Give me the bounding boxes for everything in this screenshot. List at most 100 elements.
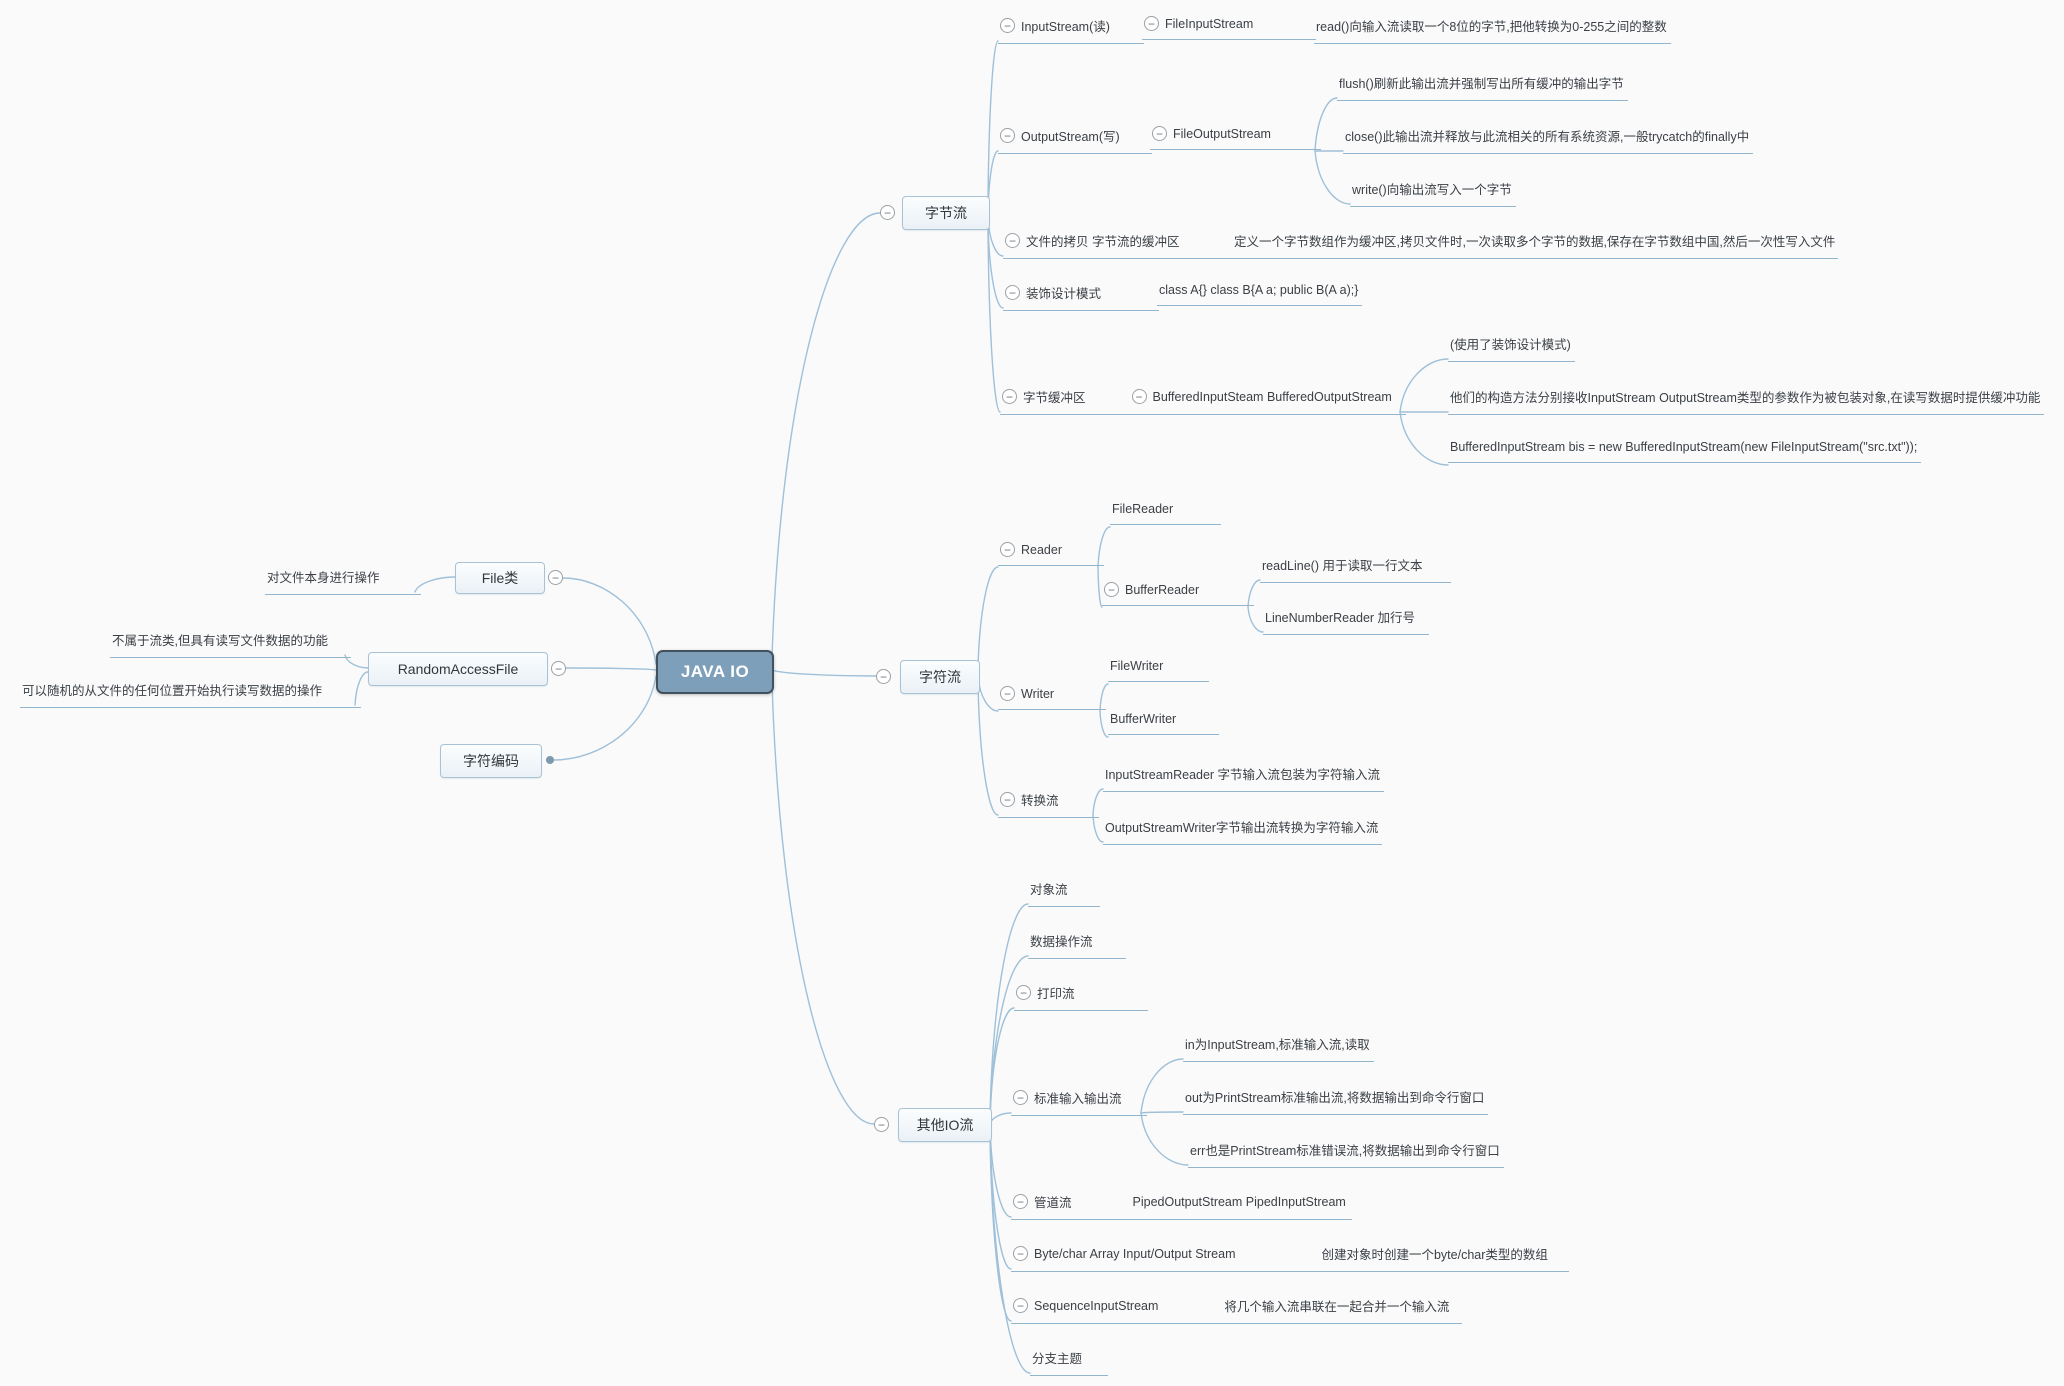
leaf-byte-buffer-note2[interactable]: 他们的构造方法分别接收InputStream OutputStream类型的参数… bbox=[1448, 385, 2045, 415]
root-node-java-io[interactable]: JAVA IO bbox=[656, 650, 774, 694]
leaf-fileoutputstream[interactable]: − FileOutputStream bbox=[1150, 124, 1321, 150]
leaf-filewriter[interactable]: FileWriter bbox=[1108, 657, 1209, 682]
collapse-icon[interactable]: − bbox=[874, 1117, 889, 1132]
collapse-icon[interactable]: − bbox=[1000, 686, 1015, 701]
node-file-class[interactable]: File类 bbox=[455, 562, 545, 594]
leaf-label: in为InputStream,标准输入流,读取 bbox=[1185, 1038, 1370, 1052]
leaf-label: err也是PrintStream标准错误流,将数据输出到命令行窗口 bbox=[1190, 1144, 1500, 1158]
leaf-pipe-stream[interactable]: − 管道流 PipedOutputStream PipedInputStream bbox=[1011, 1190, 1352, 1220]
leaf-byte-buffer-note1[interactable]: (使用了装饰设计模式) bbox=[1448, 332, 1575, 362]
collapse-icon[interactable]: − bbox=[1144, 16, 1159, 31]
leaf-std-stream[interactable]: − 标准输入输出流 bbox=[1011, 1086, 1147, 1116]
leaf-sequence-inputstream[interactable]: − SequenceInputStream 将几个输入流串联在一起合并一个输入流 bbox=[1011, 1294, 1462, 1324]
leaf-bufferreader[interactable]: − BufferReader bbox=[1102, 580, 1254, 606]
collapse-icon[interactable]: − bbox=[551, 661, 566, 676]
leaf-data-stream[interactable]: 数据操作流 bbox=[1028, 929, 1126, 959]
leaf-file-copy-desc[interactable]: 定义一个字节数组作为缓冲区,拷贝文件时,一次读取多个字节的数据,保存在字节数组中… bbox=[1232, 229, 1838, 259]
leaf-file-desc[interactable]: 对文件本身进行操作 bbox=[265, 565, 421, 595]
collapse-icon[interactable]: − bbox=[1000, 792, 1015, 807]
leaf-label: 标准输入输出流 bbox=[1034, 1092, 1122, 1106]
collapse-icon[interactable]: − bbox=[1005, 233, 1020, 248]
node-random-access-file[interactable]: RandomAccessFile bbox=[368, 652, 548, 686]
leaf-raf-desc1[interactable]: 不属于流类,但具有读写文件数据的功能 bbox=[110, 628, 351, 658]
leaf-std-out-desc[interactable]: out为PrintStream标准输出流,将数据输出到命令行窗口 bbox=[1183, 1085, 1489, 1115]
leaf-decorator[interactable]: − 装饰设计模式 bbox=[1003, 281, 1159, 311]
leaf-outputstreamwriter[interactable]: OutputStreamWriter字节输出流转换为字符输入流 bbox=[1103, 815, 1383, 845]
leaf-label: 文件的拷贝 字节流的缓冲区 bbox=[1026, 235, 1180, 249]
node-label: RandomAccessFile bbox=[397, 661, 519, 677]
leaf-decorator-desc[interactable]: class A{} class B{A a; public B(A a);} bbox=[1157, 281, 1363, 306]
leaf-label: OutputStream(写) bbox=[1021, 130, 1120, 144]
leaf-write-desc[interactable]: write()向输出流写入一个字节 bbox=[1350, 177, 1516, 207]
collapse-icon[interactable]: − bbox=[1013, 1246, 1028, 1261]
leaf-byte-buffer-note3[interactable]: BufferedInputStream bis = new BufferedIn… bbox=[1448, 438, 1922, 463]
collapse-icon[interactable]: − bbox=[1005, 285, 1020, 300]
collapse-icon[interactable]: − bbox=[876, 669, 891, 684]
leaf-classes: BufferedInputSteam BufferedOutputStream bbox=[1152, 389, 1392, 404]
leaf-print-stream[interactable]: − 打印流 bbox=[1014, 981, 1148, 1011]
leaf-read-desc[interactable]: read()向输入流读取一个8位的字节,把他转换为0-255之间的整数 bbox=[1314, 14, 1671, 44]
leaf-label: 分支主题 bbox=[1032, 1352, 1083, 1366]
leaf-reader[interactable]: − Reader bbox=[998, 540, 1104, 566]
leaf-label: FileInputStream bbox=[1165, 16, 1254, 31]
leaf-label: OutputStreamWriter字节输出流转换为字符输入流 bbox=[1105, 821, 1379, 835]
node-byte-stream[interactable]: 字节流 bbox=[902, 196, 990, 230]
leaf-label: FileOutputStream bbox=[1173, 126, 1271, 141]
leaf-std-err-desc[interactable]: err也是PrintStream标准错误流,将数据输出到命令行窗口 bbox=[1188, 1138, 1504, 1168]
collapse-icon[interactable]: − bbox=[1013, 1298, 1028, 1313]
leaf-bufferwriter[interactable]: BufferWriter bbox=[1108, 710, 1219, 735]
leaf-file-copy[interactable]: − 文件的拷贝 字节流的缓冲区 bbox=[1003, 229, 1236, 259]
leaf-label: FileWriter bbox=[1110, 659, 1164, 673]
collapse-icon[interactable]: − bbox=[548, 570, 563, 585]
leaf-flush-desc[interactable]: flush()刷新此输出流并强制写出所有缓冲的输出字节 bbox=[1337, 71, 1628, 101]
collapse-icon[interactable]: − bbox=[1016, 985, 1031, 1000]
leaf-inputstream[interactable]: − InputStream(读) bbox=[998, 14, 1144, 44]
leaf-object-stream[interactable]: 对象流 bbox=[1028, 877, 1100, 907]
collapse-icon[interactable]: − bbox=[1000, 542, 1015, 557]
leaf-label: BufferedInputStream bis = new BufferedIn… bbox=[1450, 440, 1918, 454]
leaf-inputstreamreader[interactable]: InputStreamReader 字节输入流包装为字符输入流 bbox=[1103, 762, 1385, 792]
collapse-icon[interactable]: − bbox=[1131, 389, 1147, 404]
leaf-label: BufferReader bbox=[1125, 582, 1200, 597]
leaf-label: 字节缓冲区 bbox=[1023, 391, 1086, 405]
collapse-icon[interactable]: − bbox=[880, 205, 895, 220]
leaf-convert-stream[interactable]: − 转换流 bbox=[998, 788, 1099, 818]
leaf-raf-desc2[interactable]: 可以随机的从文件的任何位置开始执行读写数据的操作 bbox=[20, 678, 361, 708]
leaf-byte-buffer[interactable]: − 字节缓冲区 − BufferedInputSteam BufferedOut… bbox=[1000, 385, 1406, 415]
leaf-std-in-desc[interactable]: in为InputStream,标准输入流,读取 bbox=[1183, 1032, 1374, 1062]
leaf-label: 不属于流类,但具有读写文件数据的功能 bbox=[112, 634, 328, 648]
leaf-filereader[interactable]: FileReader bbox=[1110, 500, 1221, 525]
collapse-icon[interactable]: − bbox=[1002, 389, 1017, 404]
collapse-icon[interactable]: − bbox=[1000, 18, 1015, 33]
leaf-label: FileReader bbox=[1112, 502, 1174, 516]
node-char-stream[interactable]: 字符流 bbox=[900, 660, 980, 694]
node-label: 其他IO流 bbox=[916, 1117, 974, 1133]
node-label: 字节流 bbox=[925, 205, 967, 221]
node-label: 字符流 bbox=[919, 669, 961, 685]
leaf-label: InputStream(读) bbox=[1021, 20, 1110, 34]
leaf-outputstream[interactable]: − OutputStream(写) bbox=[998, 124, 1152, 154]
leaf-label: 对象流 bbox=[1030, 883, 1068, 897]
leaf-byte-char-array[interactable]: − Byte/char Array Input/Output Stream 创建… bbox=[1011, 1242, 1569, 1272]
node-label: 字符编码 bbox=[463, 753, 519, 769]
leaf-linenumberreader[interactable]: LineNumberReader 加行号 bbox=[1263, 605, 1429, 635]
leaf-readline[interactable]: readLine() 用于读取一行文本 bbox=[1260, 553, 1451, 583]
leaf-label: readLine() 用于读取一行文本 bbox=[1262, 559, 1423, 573]
collapse-icon[interactable]: − bbox=[1152, 126, 1167, 141]
leaf-branch-topic[interactable]: 分支主题 bbox=[1030, 1346, 1108, 1376]
leaf-label: 转换流 bbox=[1021, 794, 1059, 808]
collapse-icon[interactable]: − bbox=[1000, 128, 1015, 143]
leaf-label: write()向输出流写入一个字节 bbox=[1352, 183, 1512, 197]
node-other-io[interactable]: 其他IO流 bbox=[898, 1108, 992, 1142]
leaf-writer[interactable]: − Writer bbox=[998, 684, 1106, 710]
node-char-encoding[interactable]: 字符编码 bbox=[440, 744, 542, 778]
leaf-close-desc[interactable]: close()此输出流并释放与此流相关的所有系统资源,一般trycatch的fi… bbox=[1343, 124, 1754, 154]
collapse-icon[interactable]: − bbox=[1013, 1090, 1028, 1105]
leaf-label: 可以随机的从文件的任何位置开始执行读写数据的操作 bbox=[22, 684, 323, 698]
leaf-label: out为PrintStream标准输出流,将数据输出到命令行窗口 bbox=[1185, 1091, 1485, 1105]
leaf-label: flush()刷新此输出流并强制写出所有缓冲的输出字节 bbox=[1339, 77, 1624, 91]
collapse-icon[interactable]: − bbox=[1104, 582, 1119, 597]
leaf-fileinputstream[interactable]: − FileInputStream bbox=[1142, 14, 1316, 40]
collapse-icon[interactable]: − bbox=[1013, 1194, 1028, 1209]
